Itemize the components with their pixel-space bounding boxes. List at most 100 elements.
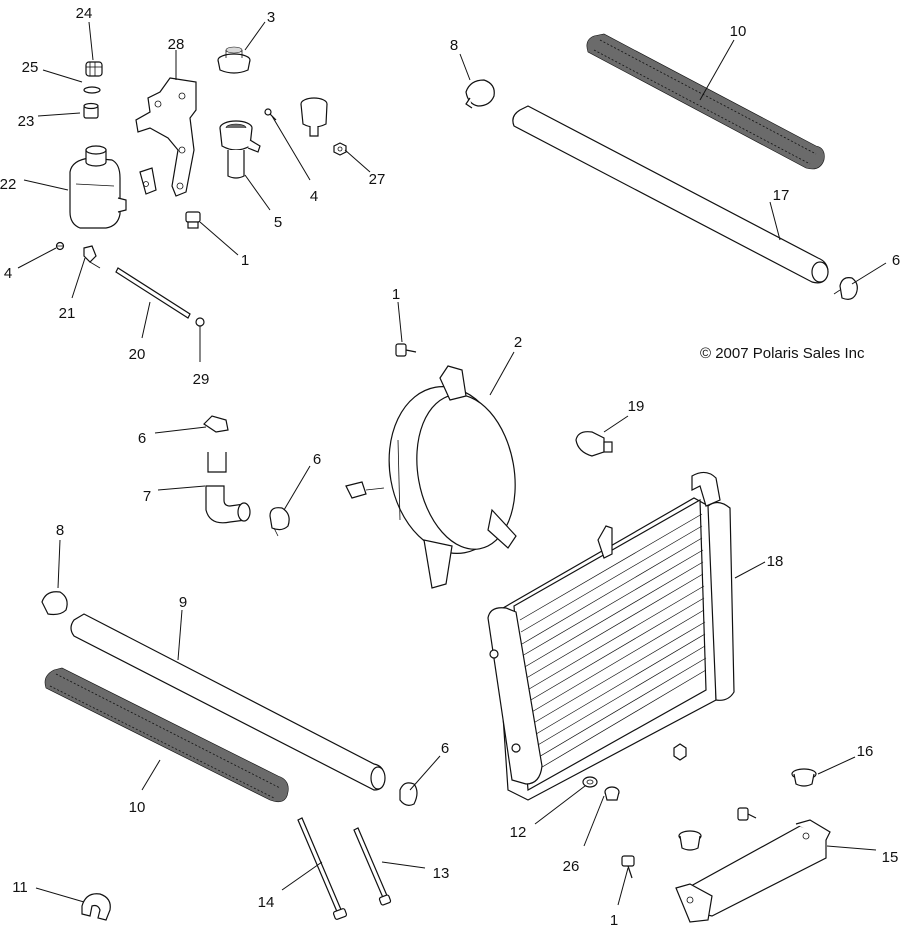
callout-leader-20: [141, 301, 151, 339]
callout-leader-16: [817, 756, 856, 775]
callout-label-8: 8: [450, 37, 458, 54]
callout-label-29: 29: [193, 371, 210, 388]
callout-leader-1: [199, 221, 239, 256]
reservoir-vent-cap: [300, 97, 328, 137]
callout-leader-3: [244, 21, 266, 51]
part-1-bolt-fan: [395, 343, 417, 357]
part-20-tube: [115, 267, 191, 319]
callout-label-6: 6: [892, 252, 900, 269]
part-1-fitting-upper: [185, 211, 201, 229]
part-6-clamp-right: [833, 277, 858, 300]
part-25-washer: [83, 86, 101, 94]
part-21-clamp: [83, 245, 101, 269]
callout-leader-25: [42, 69, 83, 83]
part-6-clamp-hose-top: [203, 415, 229, 433]
callout-label-12: 12: [510, 824, 527, 841]
callout-leader-26: [583, 795, 605, 847]
callout-leader-17: [769, 201, 781, 241]
part-8-clamp-lower: [41, 591, 68, 616]
callout-label-9: 9: [179, 594, 187, 611]
part-28-bracket: [135, 77, 197, 197]
callout-label-2: 2: [514, 334, 522, 351]
callout-leader-10: [699, 39, 735, 101]
callout-label-11: 11: [12, 879, 28, 896]
callout-leader-10: [141, 759, 161, 791]
part-17-hose-upper: [512, 105, 829, 284]
callout-label-1: 1: [241, 252, 249, 269]
part-15-lower-bracket: [675, 819, 831, 923]
callout-leader-2: [489, 351, 515, 396]
callout-label-10: 10: [730, 23, 747, 40]
callout-leader-22: [23, 179, 69, 191]
callout-label-14: 14: [258, 894, 275, 911]
callout-leader-9: [177, 609, 183, 661]
callout-label-16: 16: [857, 743, 874, 760]
part-1-bolt-bottom: [621, 855, 635, 879]
callout-label-21: 21: [59, 305, 76, 322]
callout-label-26: 26: [563, 858, 580, 875]
callout-leader-7: [157, 485, 206, 491]
callout-label-20: 20: [129, 346, 146, 363]
callout-leader-11: [35, 887, 85, 903]
callout-label-5: 5: [274, 214, 282, 231]
callout-label-17: 17: [773, 187, 790, 204]
part-7-elbow-hose: [205, 452, 251, 524]
part-18-radiator: [487, 471, 735, 801]
callout-leader-19: [603, 415, 629, 433]
part-4-screw-upper: [264, 108, 277, 121]
callout-leader-4: [271, 115, 311, 181]
part-13-long-bolt: [353, 827, 392, 906]
callout-leader-6: [154, 426, 207, 434]
part-27-nut: [333, 142, 347, 156]
callout-label-3: 3: [267, 9, 275, 26]
part-10-sleeve-lower: [44, 667, 289, 803]
callout-label-24: 24: [76, 5, 93, 22]
fan-motor-connector: [345, 481, 385, 499]
part-23-fitting: [83, 102, 99, 119]
part-6-clamp-lower: [399, 782, 418, 806]
callout-leader-24: [88, 21, 94, 61]
callout-leader-8: [459, 53, 471, 81]
callout-label-8: 8: [56, 522, 64, 539]
callout-leader-21: [71, 257, 86, 299]
callout-leader-1: [397, 301, 403, 343]
callout-label-15: 15: [882, 849, 899, 866]
callout-label-10: 10: [129, 799, 146, 816]
part-5-filler-neck: [219, 120, 261, 179]
callout-label-6: 6: [441, 740, 449, 757]
part-8-clamp-upper: [465, 79, 495, 109]
callout-label-4: 4: [310, 188, 318, 205]
callout-leader-12: [534, 785, 586, 825]
callout-label-4: 4: [4, 265, 12, 282]
callout-label-1: 1: [610, 912, 618, 929]
bracket-grommet: [678, 830, 702, 851]
callout-label-28: 28: [168, 36, 185, 53]
callout-leader-27: [344, 149, 371, 173]
callout-label-22: 22: [0, 176, 16, 193]
callout-leader-6: [851, 262, 887, 285]
part-2-fan-shroud: [388, 365, 517, 589]
callout-label-23: 23: [18, 113, 35, 130]
callout-leader-6: [409, 755, 441, 791]
radiator-nut: [673, 743, 687, 761]
part-4-clip-lower: [55, 241, 65, 251]
callout-label-7: 7: [143, 488, 151, 505]
callout-label-25: 25: [22, 59, 39, 76]
callout-leader-6: [283, 465, 311, 511]
copyright-text: © 2007 Polaris Sales Inc: [700, 345, 865, 362]
part-24-cap: [85, 61, 103, 77]
part-11-clip: [81, 893, 111, 921]
callout-leader-14: [281, 861, 323, 891]
callout-label-1: 1: [392, 286, 400, 303]
callout-leader-5: [244, 174, 271, 211]
callout-leader-18: [734, 561, 766, 579]
callout-label-27: 27: [369, 171, 386, 188]
part-12-washer: [582, 776, 598, 788]
callout-label-6: 6: [138, 430, 146, 447]
part-6-clamp-fan-side: [269, 507, 290, 537]
part-16-grommet: [791, 768, 817, 787]
callout-leader-15: [826, 845, 877, 851]
part-3-radiator-cap: [217, 46, 251, 74]
